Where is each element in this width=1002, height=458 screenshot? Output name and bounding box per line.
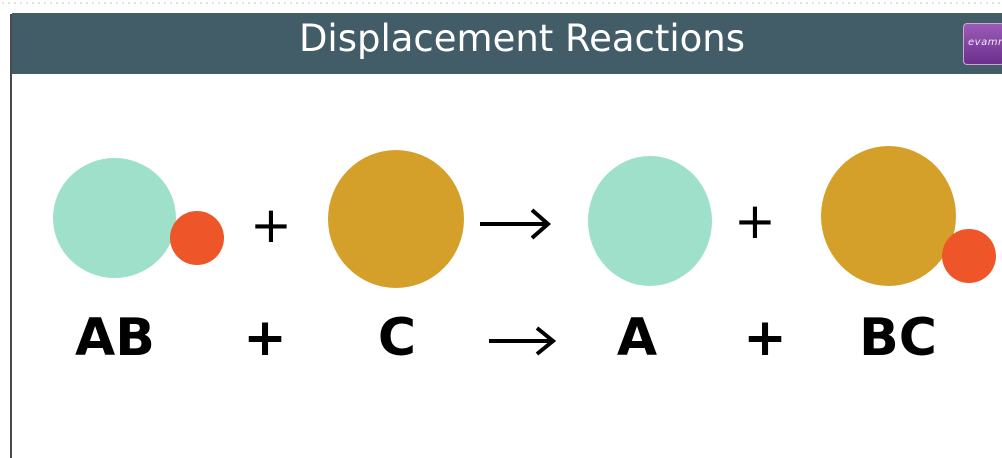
particle-a-in-ab xyxy=(53,158,176,278)
particle-b-in-ab xyxy=(170,211,224,265)
left-border xyxy=(10,14,12,458)
logo-button[interactable]: evamrs xyxy=(963,23,1002,65)
plus-sign-equation-1: + xyxy=(243,308,287,368)
particle-c-in-bc xyxy=(821,146,956,286)
logo-text: evamrs xyxy=(968,37,1002,48)
label-bc: BC xyxy=(859,308,937,368)
title-bar: Displacement Reactions xyxy=(12,13,1002,74)
particle-c-reactant xyxy=(328,150,464,288)
label-c: C xyxy=(377,308,417,368)
plus-sign-equation-2: + xyxy=(743,308,787,368)
plus-sign-illustration-2: + xyxy=(734,192,776,250)
page-title: Displacement Reactions xyxy=(298,17,746,60)
particle-b-in-bc xyxy=(942,229,996,283)
label-a: A xyxy=(616,308,658,368)
arrow-equation xyxy=(489,326,557,356)
label-ab: AB xyxy=(75,308,155,368)
particle-a-product xyxy=(588,156,712,286)
top-dotted-edge xyxy=(0,0,1002,6)
plus-sign-illustration-1: + xyxy=(250,196,292,254)
arrow-illustration xyxy=(480,208,552,240)
